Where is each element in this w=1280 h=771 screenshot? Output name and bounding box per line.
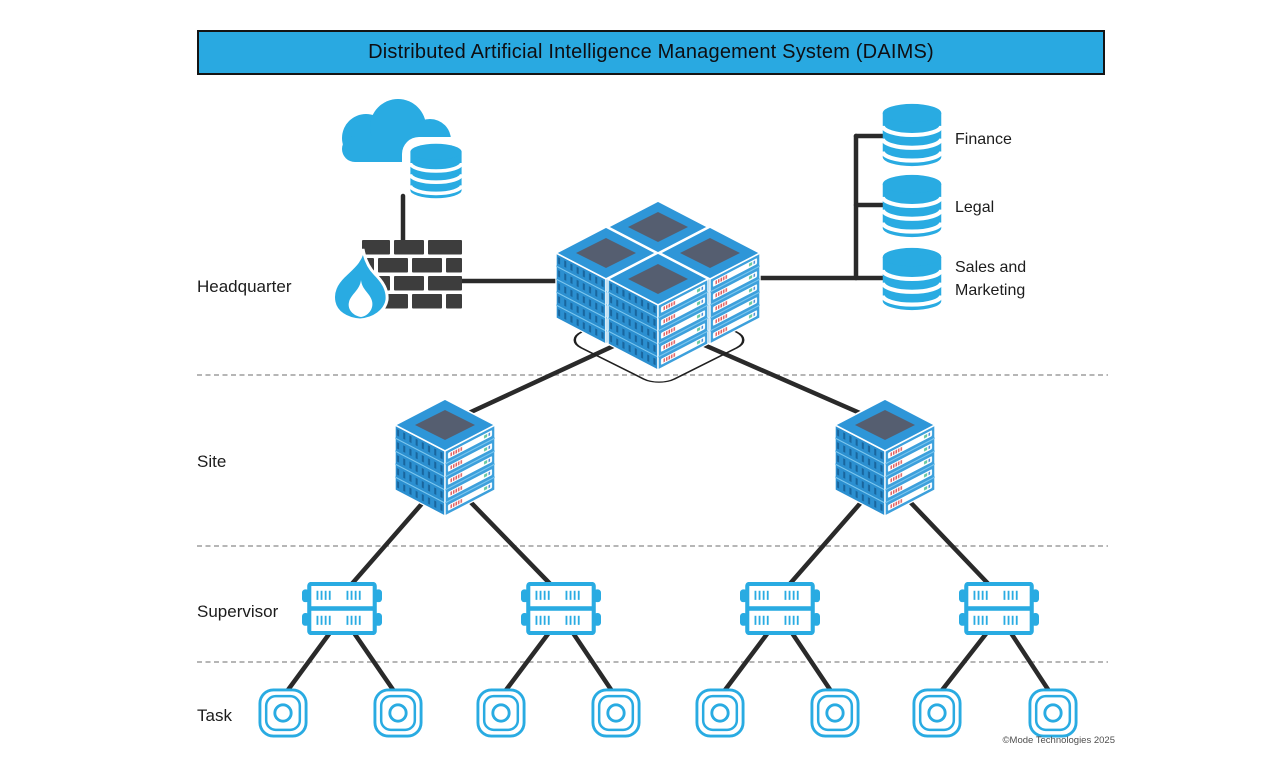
task-3-icon — [476, 688, 526, 738]
site-server-1-icon — [394, 398, 496, 517]
hq-server-tower-front — [607, 252, 709, 371]
db-label-finance: Finance — [955, 131, 1012, 148]
link-supervisor1-task2 — [349, 627, 399, 697]
title-banner: Distributed Artificial Intelligence Mana… — [197, 30, 1105, 75]
supervisor-2-icon — [521, 584, 601, 633]
finance-database-icon — [883, 104, 942, 166]
level-label-site: Site — [197, 452, 227, 471]
supervisor-1-icon — [302, 584, 382, 633]
task-2-icon — [373, 688, 423, 738]
level-label-headquarter: Headquarter — [197, 277, 292, 296]
sales-marketing-database-icon — [883, 248, 942, 310]
legal-database-icon — [883, 175, 942, 237]
flame-icon — [332, 248, 389, 322]
supervisor-3-icon — [740, 584, 820, 633]
link-supervisor4-task8 — [1006, 627, 1054, 697]
title-text: Distributed Artificial Intelligence Mana… — [368, 41, 934, 63]
copyright-text: ©Mode Technologies 2025 — [1002, 735, 1115, 746]
level-label-task: Task — [197, 706, 232, 725]
supervisor-4-icon — [959, 584, 1039, 633]
link-supervisor3-task5 — [719, 627, 773, 697]
firewall-icon — [332, 240, 462, 322]
task-6-icon — [810, 688, 860, 738]
db-label-sales-marketing: Sales and Marketing — [955, 259, 1027, 299]
task-7-icon — [912, 688, 962, 738]
hq-server-cluster-icon — [555, 200, 761, 371]
task-5-icon — [695, 688, 745, 738]
task-8-icon — [1028, 688, 1078, 738]
cloud-database-icon — [408, 142, 464, 200]
link-supervisor1-task1 — [282, 627, 335, 697]
level-label-supervisor: Supervisor — [197, 602, 279, 621]
link-supervisor4-task7 — [936, 627, 992, 697]
link-supervisor2-task3 — [500, 627, 554, 697]
link-supervisor2-task4 — [568, 627, 617, 697]
db-label-legal: Legal — [955, 199, 995, 216]
task-1-icon — [258, 688, 308, 738]
task-4-icon — [591, 688, 641, 738]
link-supervisor3-task6 — [787, 627, 836, 697]
site-server-2-icon — [834, 398, 936, 517]
